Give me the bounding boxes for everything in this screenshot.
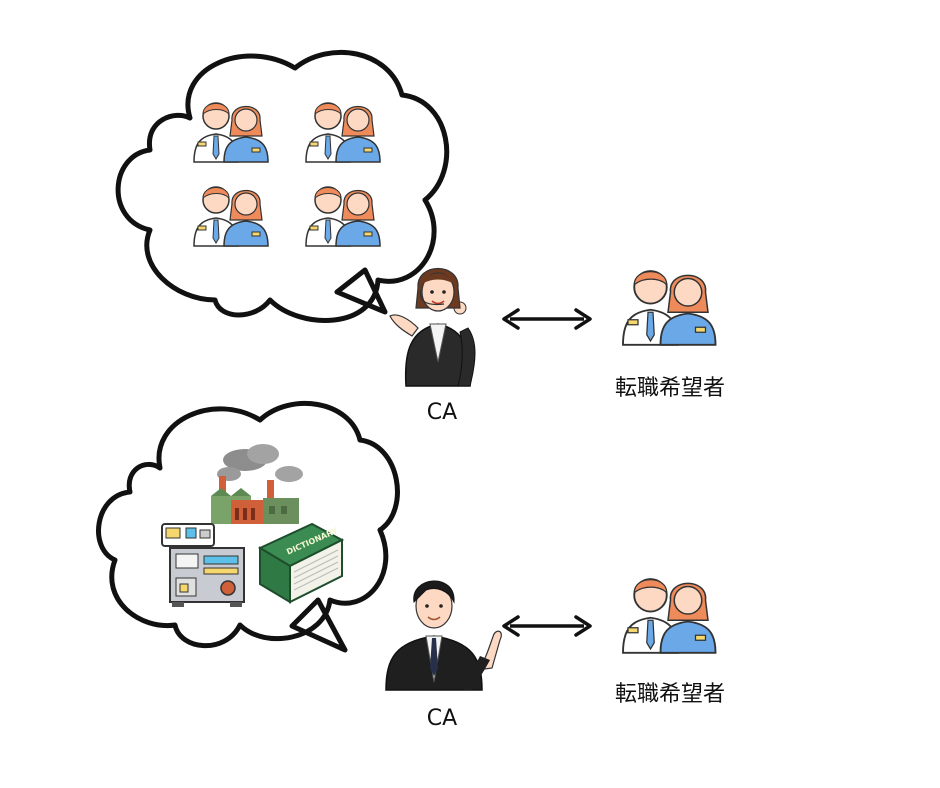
couple-icon-3	[193, 186, 269, 247]
job-seekers-icon-bottom	[622, 578, 717, 654]
male-ca-icon	[385, 580, 502, 691]
couple-icon-2	[305, 102, 381, 163]
female-ca-icon	[389, 267, 476, 387]
couple-icon-1	[193, 102, 269, 163]
factory-icon	[211, 444, 303, 524]
job-seekers-icon-top	[622, 270, 717, 346]
couple-icon-4	[305, 186, 381, 247]
double-arrow-top	[502, 308, 592, 330]
dictionary-book-icon: DICTIONARY	[257, 522, 345, 604]
double-arrow-bottom	[502, 615, 592, 637]
ca-label-bottom: CA	[426, 706, 458, 731]
seeker-label-top: 転職希望者	[614, 376, 725, 401]
machine-icon	[161, 523, 245, 607]
seeker-label-bottom: 転職希望者	[614, 682, 725, 707]
ca-label-top: CA	[426, 400, 458, 425]
